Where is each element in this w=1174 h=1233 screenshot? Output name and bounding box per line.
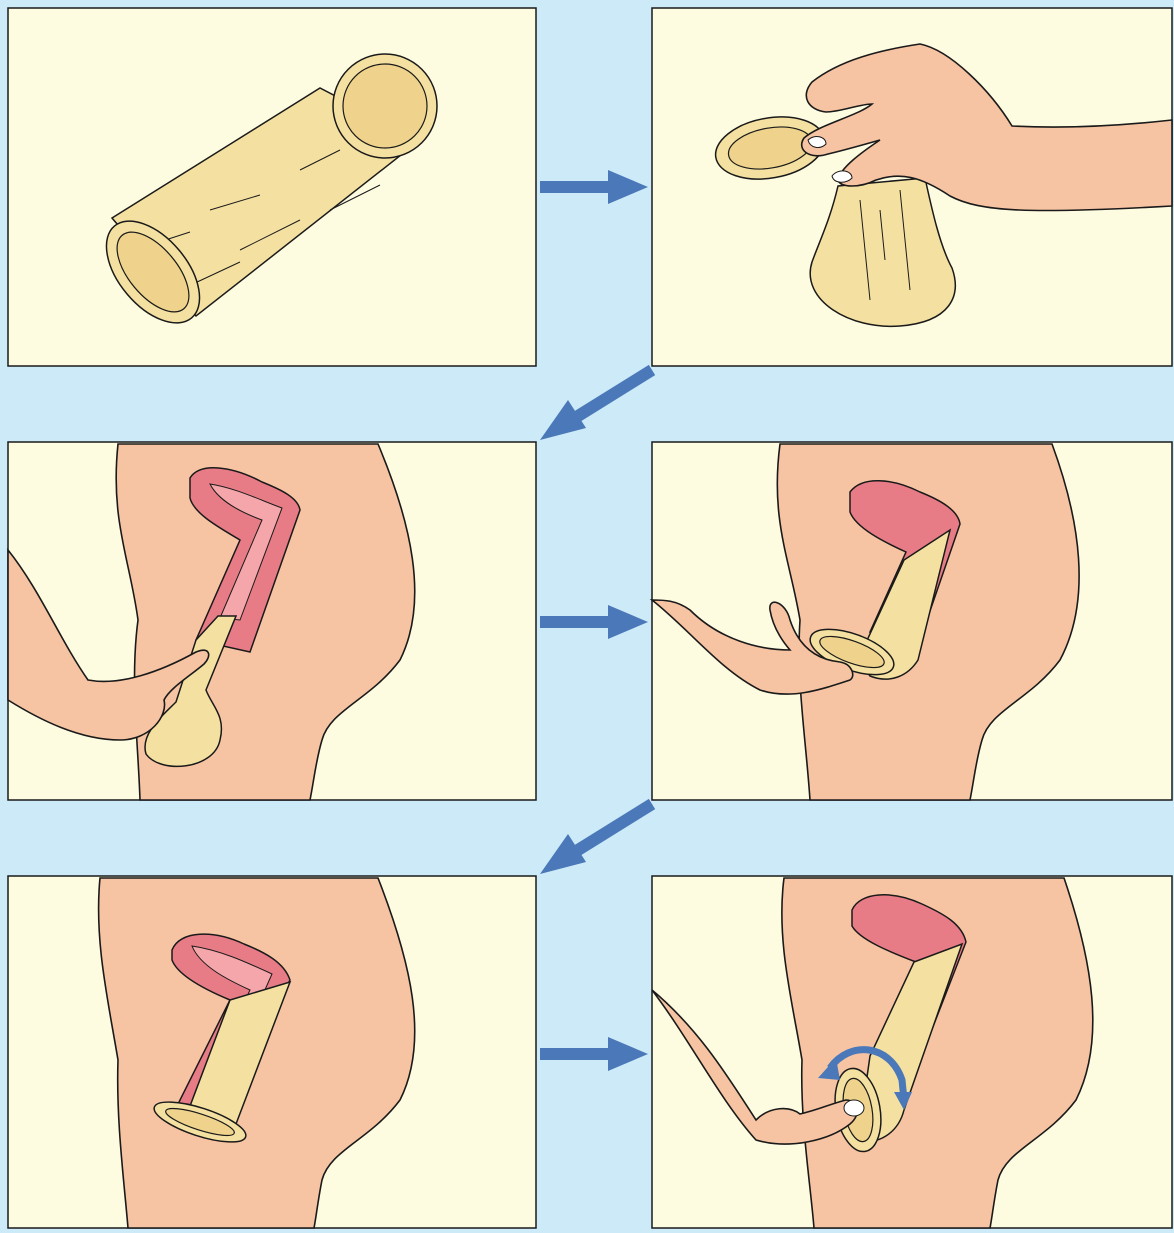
step-1-panel [8,8,536,366]
step-6-panel [652,876,1172,1228]
step-5-panel [8,876,536,1228]
step-3-panel [8,442,536,800]
step-4-panel [652,442,1172,800]
step-2-panel [652,8,1172,366]
